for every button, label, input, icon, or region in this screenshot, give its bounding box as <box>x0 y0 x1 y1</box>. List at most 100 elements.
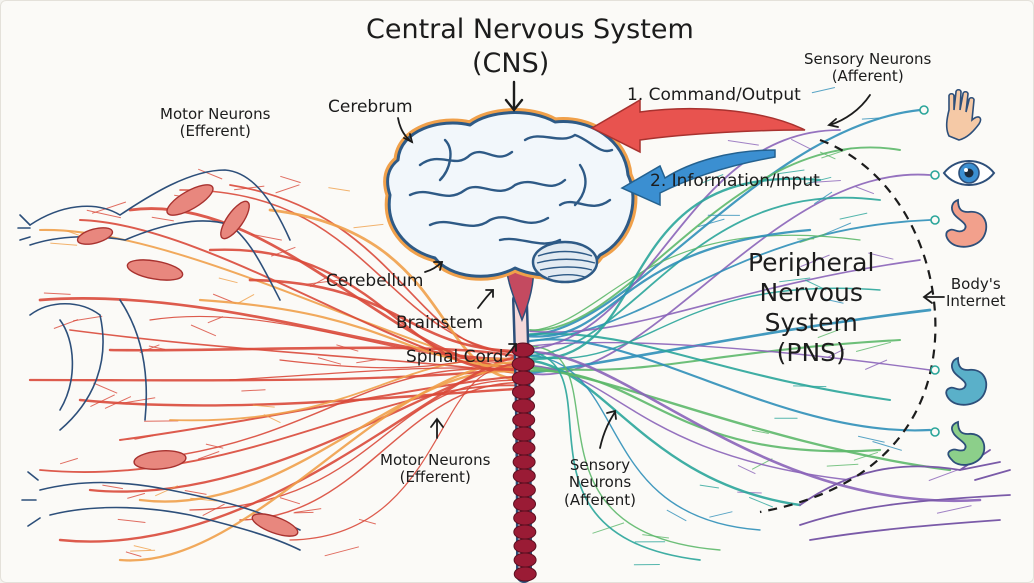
sensory-bottom-line-2: Neurons <box>564 474 636 491</box>
sensory-top-line-2: (Afferent) <box>804 68 931 85</box>
muscle <box>76 225 114 248</box>
motor-nerve-branch <box>354 224 384 227</box>
sensory-endpoint <box>931 216 939 224</box>
label-sensory-neurons-bottom: Sensory Neurons (Afferent) <box>564 457 636 509</box>
stomach-icon <box>946 358 986 405</box>
label-bodys-internet: Body's Internet <box>946 276 1006 311</box>
vertebra <box>513 455 535 469</box>
vertebra <box>513 427 535 441</box>
sensory-nerve-branch <box>667 510 687 521</box>
vertebra <box>513 413 535 427</box>
motor-nerve-branch <box>241 390 265 391</box>
motor-nerve-branch <box>102 485 123 489</box>
motor-nerve-branch <box>127 493 145 498</box>
motor-nerve-branch <box>126 552 141 557</box>
motor-body-sketch <box>18 170 300 550</box>
label-motor-neurons-top: Motor Neurons (Efferent) <box>160 106 270 141</box>
motor-bottom-line-1: Motor Neurons <box>380 452 490 469</box>
motor-nerve-branch <box>130 550 155 551</box>
motor-nerve-branch <box>208 317 223 323</box>
muscle <box>216 197 254 242</box>
sensory-bottom-line-3: (Afferent) <box>564 492 636 509</box>
motor-nerve-fiber <box>120 376 518 440</box>
sensory-nerve-branch <box>642 535 669 538</box>
sensory-nerve-branch <box>791 139 812 149</box>
motor-nerve-branch <box>73 316 102 321</box>
motor-nerve-branch <box>93 383 117 393</box>
label-spinal-cord: Spinal Cord <box>406 348 503 368</box>
title-line-2: (CNS) <box>472 48 549 79</box>
motor-nerve-branch <box>50 243 77 245</box>
sensory-bottom-line-1: Sensory <box>564 457 636 474</box>
sensory-nerve-branch <box>593 523 625 533</box>
hand-icon <box>947 90 981 140</box>
pns-line-4: (PNS) <box>748 338 874 368</box>
sensory-endpoint <box>920 106 928 114</box>
motor-nerve-branch <box>238 294 255 303</box>
vertebra <box>514 567 536 581</box>
vertebra <box>513 469 535 483</box>
label-pns: Peripheral Nervous System (PNS) <box>748 248 874 368</box>
vertebra <box>514 497 536 511</box>
pns-line-1: Peripheral <box>748 248 874 278</box>
sensory-nerve-fiber <box>530 368 950 470</box>
sensory-nerve-branch <box>858 436 885 442</box>
vertebra <box>514 553 536 567</box>
motor-nerve-branch <box>295 509 322 513</box>
motor-nerve-branch <box>328 188 350 191</box>
motor-nerve-branch <box>318 358 341 365</box>
motor-top-line-2: (Efferent) <box>160 123 270 140</box>
sensory-nerve-branch <box>728 141 759 146</box>
eye-icon <box>944 161 994 185</box>
label-cerebrum: Cerebrum <box>328 98 413 118</box>
sensory-nerve-fiber <box>530 346 720 550</box>
motor-top-line-1: Motor Neurons <box>160 106 270 123</box>
motor-nerve-branch <box>280 176 300 182</box>
sensory-top-line-1: Sensory Neurons <box>804 51 931 68</box>
vertebra <box>514 511 536 525</box>
muscle <box>133 449 186 471</box>
sensory-endpoint <box>931 428 939 436</box>
spinal-cord <box>512 300 536 581</box>
vertebra <box>513 483 535 497</box>
motor-nerve-branch <box>191 325 216 336</box>
label-information-input: 2. Information/Input <box>650 172 820 192</box>
muscle <box>250 509 301 540</box>
vertebra <box>512 371 534 385</box>
vertebra <box>514 539 536 553</box>
motor-nerve-branch <box>219 278 238 283</box>
sensory-nerve-branch <box>937 506 972 514</box>
sensory-nerve-branch <box>793 386 826 387</box>
motor-nerve-branch <box>280 498 300 504</box>
muscle <box>126 256 184 283</box>
motor-bottom-line-2: (Efferent) <box>380 469 490 486</box>
pns-line-3: System <box>748 308 874 338</box>
stomach-icon <box>946 200 986 247</box>
label-motor-neurons-bottom: Motor Neurons (Efferent) <box>380 452 490 487</box>
label-command-output: 1. Command/Output <box>627 86 801 106</box>
motor-nerve-branch <box>60 458 78 463</box>
label-sensory-neurons-top: Sensory Neurons (Afferent) <box>804 51 931 86</box>
brain <box>388 113 633 282</box>
cns-pointer-arrow <box>506 82 522 110</box>
internet-line-1: Body's <box>946 276 1006 293</box>
sensory-nerve-branch <box>812 88 835 93</box>
motor-nerve-fiber <box>30 368 518 380</box>
sensory-nerve-branch <box>840 213 868 219</box>
motor-nerve-branch <box>134 546 151 550</box>
sensory-endpoint <box>931 171 939 179</box>
sensory-nerve-branch <box>856 187 874 194</box>
title-line-1: Central Nervous System <box>366 14 694 45</box>
motor-nerve-branch <box>44 293 71 294</box>
stomach-icon <box>948 422 984 465</box>
pns-line-2: Nervous <box>748 278 874 308</box>
vertebra <box>513 441 535 455</box>
sensory-nerve-branch <box>827 464 859 466</box>
sensory-endpoint <box>931 366 939 374</box>
motor-nerve-branch <box>152 217 174 221</box>
label-brainstem: Brainstem <box>396 314 483 334</box>
vertebra <box>514 525 536 539</box>
vertebra <box>513 399 535 413</box>
